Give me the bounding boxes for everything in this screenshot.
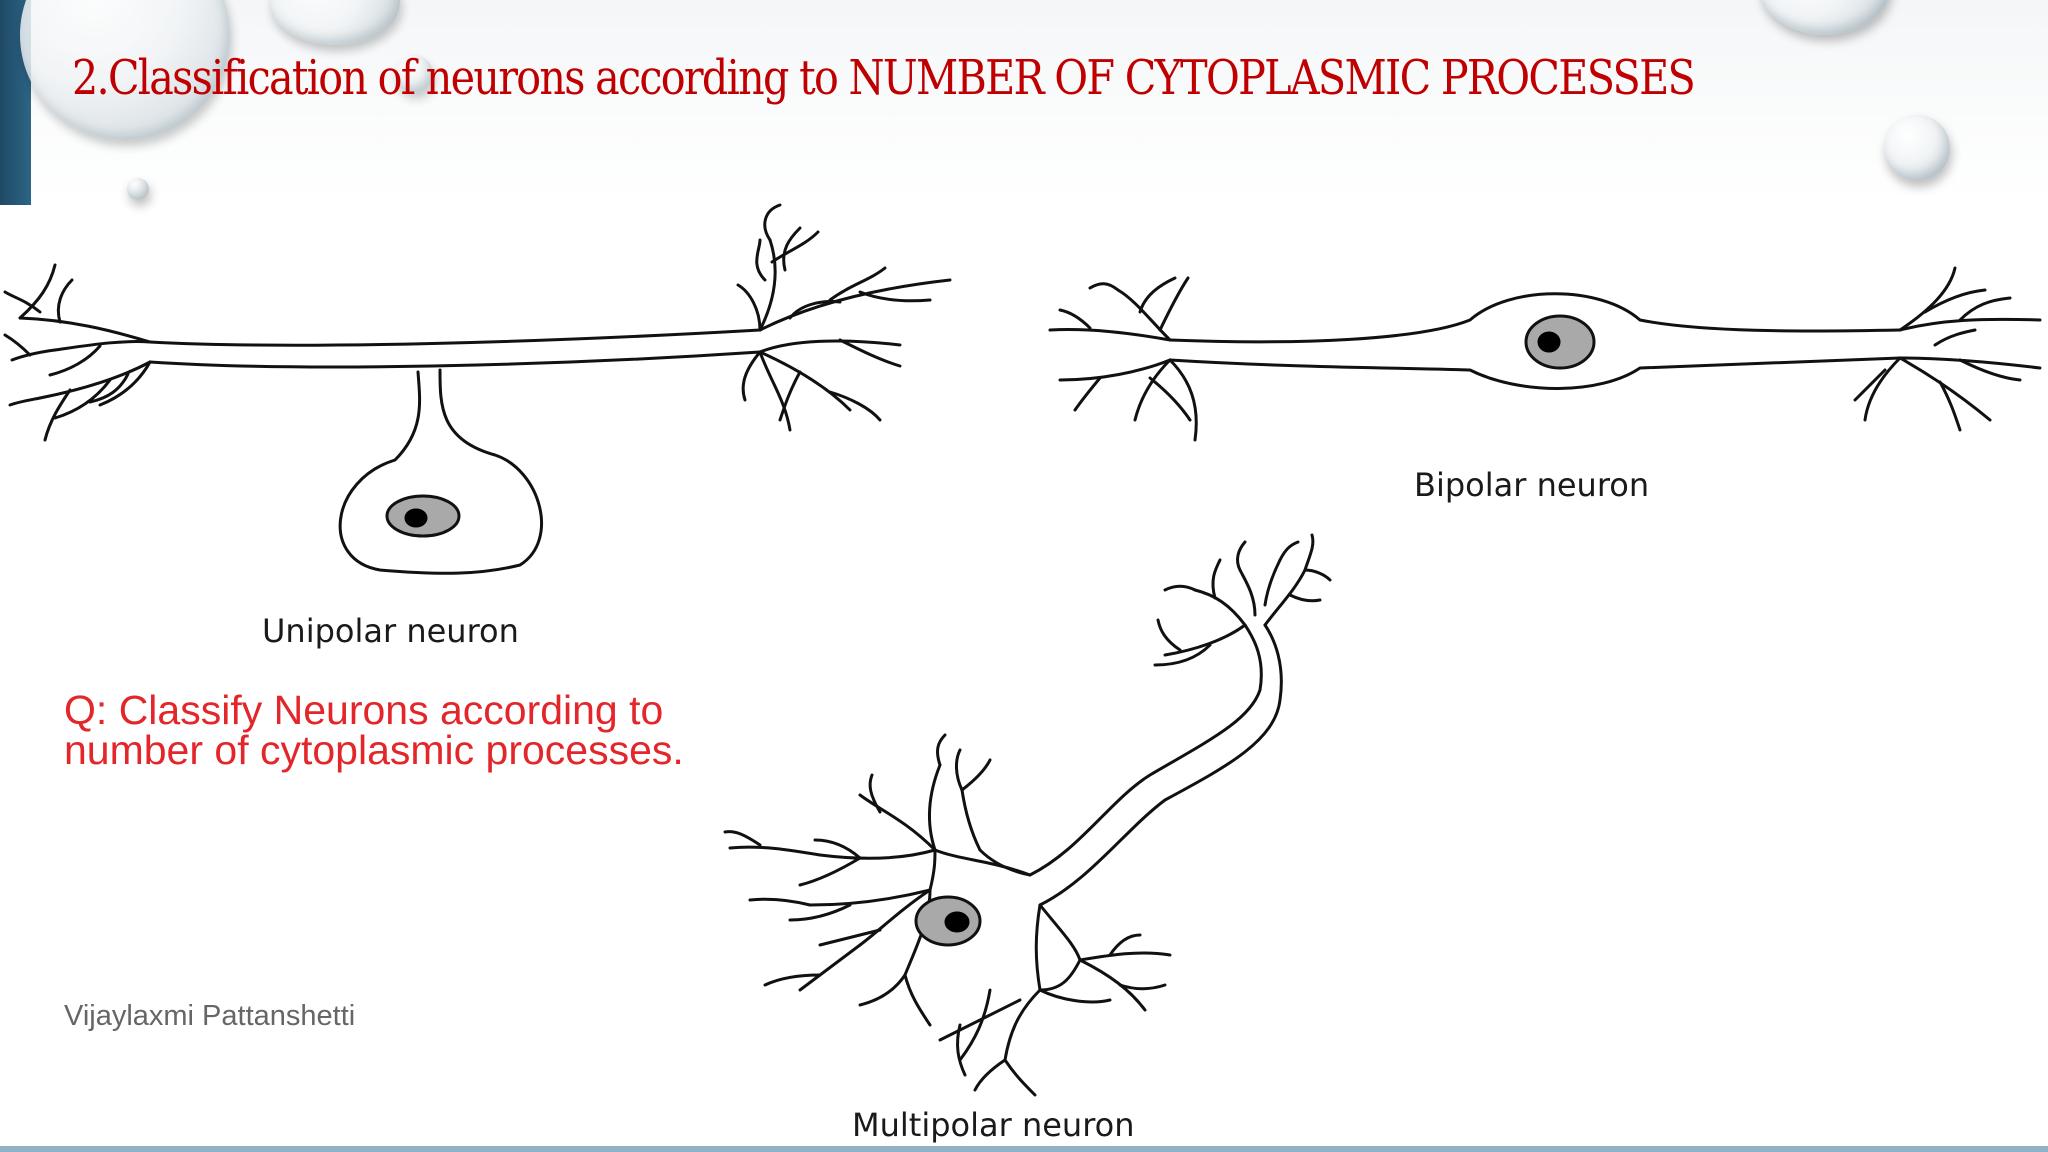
- question-prefix: Q:: [64, 687, 108, 733]
- bipolar-neuron-label: Bipolar neuron: [1414, 466, 1650, 504]
- water-drop-decoration: [1884, 115, 1950, 181]
- unipolar-neuron: [3, 203, 952, 575]
- slide-title: 2.Classification of neurons according to…: [72, 50, 1696, 106]
- question-body: Classify Neurons according to number of …: [64, 687, 684, 773]
- bipolar-neuron: [1048, 266, 2042, 442]
- bipolar-nucleolus: [1537, 331, 1561, 353]
- multipolar-nucleolus: [944, 911, 970, 933]
- water-drop-decoration: [395, 55, 433, 93]
- neuron-diagram: [3, 203, 2042, 1097]
- bottom-accent-strip: [0, 1146, 2048, 1152]
- author-name: Vijaylaxmi Pattanshetti: [64, 1000, 356, 1032]
- unipolar-nucleolus: [404, 508, 428, 528]
- question-text: Q: Classify Neurons according to number …: [64, 687, 784, 773]
- multipolar-neuron-label: Multipolar neuron: [852, 1106, 1135, 1144]
- multipolar-neuron: [723, 533, 1332, 1097]
- unipolar-neuron-label: Unipolar neuron: [262, 612, 519, 650]
- water-drop-decoration: [127, 178, 149, 200]
